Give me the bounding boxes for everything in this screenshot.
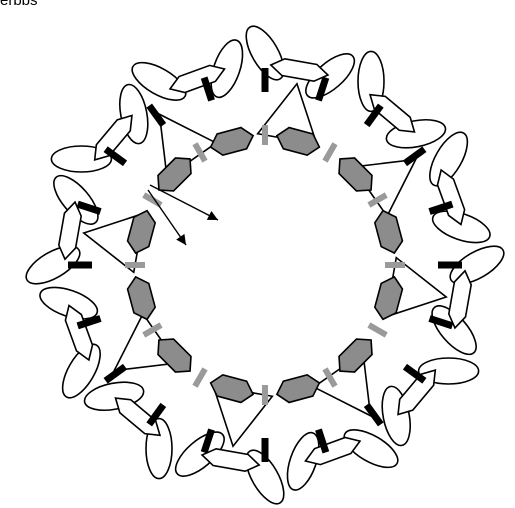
outer-bar-spacer <box>68 262 92 269</box>
outer-bar-spacer <box>262 438 269 462</box>
inner-bar-spacer <box>125 262 145 268</box>
outer-bar-spacer <box>262 68 269 92</box>
inner-bar-spacer <box>142 192 162 207</box>
arrow-head <box>176 234 186 245</box>
inner-bar-spacer <box>322 142 337 162</box>
inner-bar-spacer <box>262 125 268 145</box>
inner-hexagon-bead <box>125 274 158 322</box>
outer-bar-spacer <box>438 262 462 269</box>
inner-hexagon-bead <box>208 125 256 158</box>
inner-hexagon-bead <box>372 208 405 256</box>
inner-bar-spacer <box>192 367 207 387</box>
inner-bar-spacer <box>262 385 268 405</box>
inner-bar-spacer <box>385 262 405 268</box>
inner-hexagon-bead <box>274 372 322 405</box>
inner-bar-spacer <box>367 322 387 337</box>
arrow-line <box>148 190 186 245</box>
